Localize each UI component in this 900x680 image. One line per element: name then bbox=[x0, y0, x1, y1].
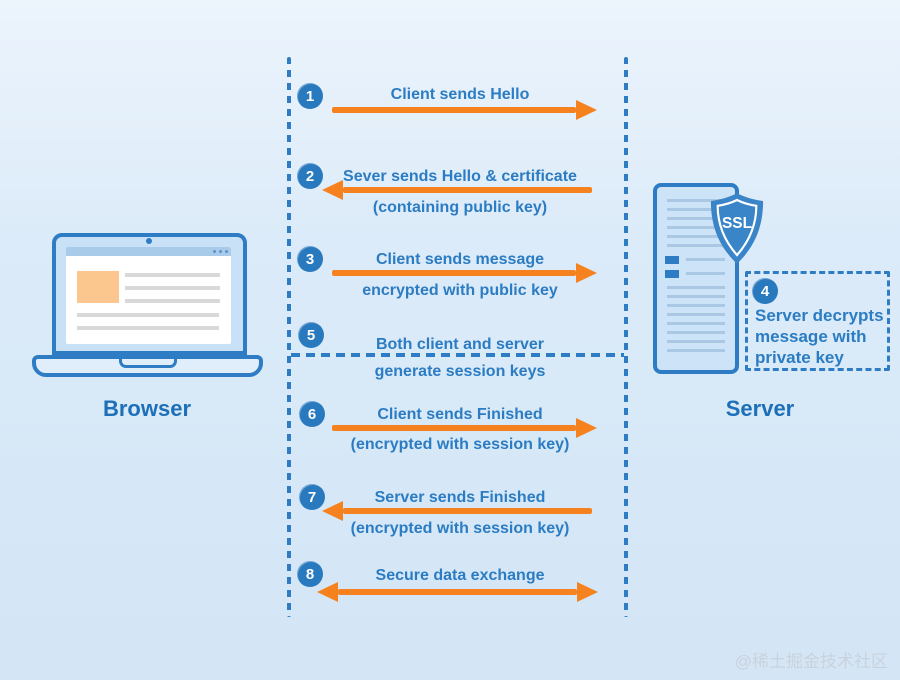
client-lifeline bbox=[287, 57, 291, 617]
step-3-number: 3 bbox=[305, 250, 315, 268]
step-6-subtitle: (encrypted with session key) bbox=[350, 436, 570, 453]
step-6-number: 6 bbox=[307, 405, 317, 423]
step-2-subtitle: (containing public key) bbox=[372, 199, 548, 216]
step-2-arrow-left bbox=[343, 187, 592, 193]
step-5-number: 5 bbox=[306, 326, 316, 344]
step-2-badge: 2 bbox=[297, 163, 323, 189]
server-led-block bbox=[665, 256, 679, 264]
step-1-title: Client sends Hello bbox=[390, 86, 530, 103]
browser-toolbar bbox=[66, 247, 231, 256]
step-3-subtitle: encrypted with public key bbox=[362, 282, 558, 299]
step-1-number: 1 bbox=[305, 87, 315, 105]
step-5-title: Both client and server bbox=[375, 336, 545, 353]
server-lifeline bbox=[624, 57, 628, 617]
page-text-lines bbox=[77, 313, 219, 330]
step-2-title: Sever sends Hello & certificate bbox=[343, 168, 577, 185]
step-1-badge: 1 bbox=[297, 83, 323, 109]
step-7-subtitle: (encrypted with session key) bbox=[350, 520, 570, 537]
step-3-arrow-right bbox=[332, 270, 576, 276]
step-8-number: 8 bbox=[305, 565, 315, 583]
page-text-lines bbox=[125, 273, 220, 303]
page-image-placeholder bbox=[77, 271, 119, 303]
session-keys-divider bbox=[291, 353, 624, 357]
step-8-title: Secure data exchange bbox=[375, 567, 545, 584]
watermark: @稀土掘金技术社区 bbox=[734, 652, 888, 671]
browser-label: Browser bbox=[102, 396, 192, 421]
ssl-shield-text: SSL bbox=[722, 215, 752, 232]
step-5-subtitle: generate session keys bbox=[374, 363, 546, 380]
step-4-note-box bbox=[745, 271, 890, 371]
step-3-badge: 3 bbox=[297, 246, 323, 272]
step-8-arrow-both bbox=[338, 589, 577, 595]
server-led-block bbox=[665, 270, 679, 278]
step-4-number: 4 bbox=[760, 282, 770, 300]
step-5-badge: 5 bbox=[298, 322, 324, 348]
step-6-arrow-right bbox=[332, 425, 576, 431]
laptop-notch bbox=[119, 359, 177, 368]
server-slot-line bbox=[686, 258, 725, 261]
server-label: Server bbox=[725, 396, 795, 421]
step-7-number: 7 bbox=[307, 488, 317, 506]
step-4-line-1: Server decrypts bbox=[755, 306, 884, 325]
webcam-icon bbox=[146, 238, 152, 244]
step-7-title: Server sends Finished bbox=[374, 489, 546, 506]
server-slot-line bbox=[686, 272, 725, 275]
step-6-title: Client sends Finished bbox=[377, 406, 543, 423]
step-7-badge: 7 bbox=[299, 484, 325, 510]
step-2-number: 2 bbox=[305, 167, 315, 185]
step-6-badge: 6 bbox=[299, 401, 325, 427]
step-4-badge: 4 bbox=[752, 278, 778, 304]
step-1-arrow-right bbox=[332, 107, 576, 113]
browser-menu-dots-icon bbox=[213, 250, 228, 253]
step-3-title: Client sends message bbox=[375, 251, 545, 268]
step-4-text: Server decrypts message with private key bbox=[755, 305, 887, 368]
step-4-line-3: private key bbox=[755, 348, 844, 367]
ssl-shield-icon: SSL bbox=[710, 193, 764, 264]
server-slot-lines bbox=[667, 286, 725, 352]
step-4-line-2: message with bbox=[755, 327, 867, 346]
step-7-arrow-left bbox=[343, 508, 592, 514]
